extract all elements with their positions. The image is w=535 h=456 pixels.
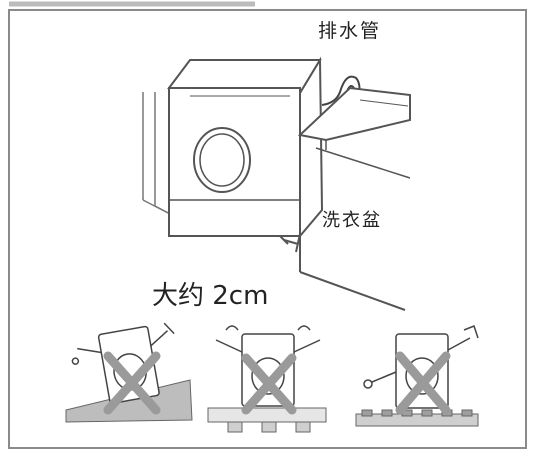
prohibited-x: [395, 351, 451, 415]
unstable-stand-icon: [215, 325, 321, 407]
prohibited-x: [103, 351, 161, 415]
laundry-tub: [297, 86, 411, 311]
diagram-frame: [8, 9, 527, 449]
drain-hose-label: 排水管: [318, 20, 382, 42]
gap-indicator: [279, 233, 301, 253]
gap-distance-label: 大约 2cm: [152, 281, 269, 311]
warning-unstable-stand: [207, 325, 327, 433]
grating-floor: [355, 413, 479, 427]
grating-floor-icon: [363, 325, 479, 409]
laundry-tub-label: 洗衣盆: [322, 210, 382, 231]
warning-uneven-floor: [65, 322, 193, 423]
warning-grating-floor: [355, 325, 479, 427]
prohibited-x: [241, 353, 297, 415]
stand-platform: [207, 407, 327, 423]
